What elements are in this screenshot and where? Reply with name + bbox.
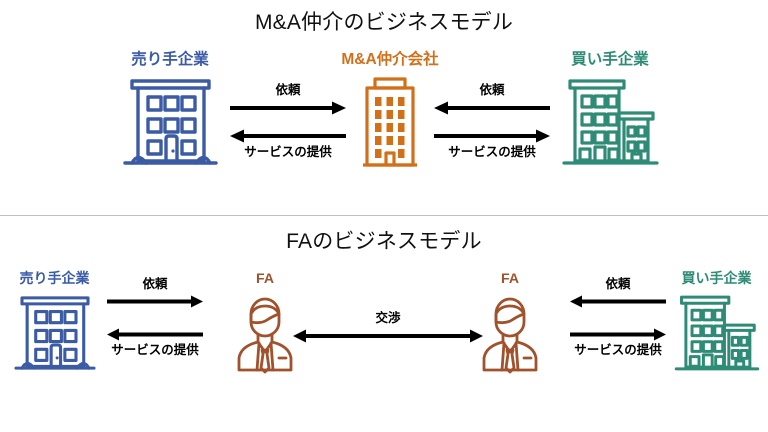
arrow-right-request-left (230, 101, 346, 115)
flow-buyer-to-fa: 依頼 サービスの提供 (568, 277, 668, 358)
flow-seller-to-fa: 依頼 サービスの提供 (105, 277, 205, 358)
arrow-left-service-left (230, 129, 346, 143)
node-buyer-top-label: 買い手企業 (571, 51, 649, 68)
page-title-bottom: FAのビジネスモデル (286, 230, 482, 253)
flow-label-service-left-bottom: サービスの提供 (111, 342, 199, 357)
node-buyer-bottom-label: 買い手企業 (681, 270, 752, 286)
node-seller-bottom: 売り手企業 (2, 271, 107, 376)
businessperson-icon (482, 297, 538, 374)
page-title-top: M&A仲介のビジネスモデル (254, 11, 514, 34)
node-intermediary-top-label: M&A仲介会社 (341, 51, 439, 68)
fa-model-panel: FAのビジネスモデル 売り手企業 (0, 216, 768, 432)
flow-label-request-left: 依頼 (275, 83, 301, 97)
node-fa-left-label: FA (256, 270, 274, 286)
arrow-right-service-right (434, 129, 550, 143)
node-fa-right: FA (460, 271, 560, 374)
office-building-icon (13, 296, 96, 370)
arrow-left-request-right-bottom (570, 295, 666, 308)
node-fa-left: FA (215, 271, 315, 374)
arrow-left-service-left-bottom (107, 328, 203, 341)
section-divider (0, 215, 768, 216)
arrow-right-service-right-bottom (570, 328, 666, 341)
flow-label-request-left-bottom: 依頼 (142, 277, 168, 291)
flow-label-service-right: サービスの提供 (448, 144, 536, 159)
office-building-icon (122, 78, 218, 165)
office-building-icon (561, 78, 659, 165)
node-seller-top: 売り手企業 (105, 52, 235, 171)
ma-intermediary-panel: M&A仲介のビジネスモデル 売り手企業 (105, 11, 675, 171)
flow-label-negotiation: 交渉 (375, 311, 401, 325)
node-buyer-bottom: 買い手企業 (665, 271, 768, 376)
flow-label-request-right-bottom: 依頼 (605, 277, 631, 291)
flow-fa-negotiation: 交渉 (292, 311, 484, 343)
arrow-right-request-left-bottom (107, 295, 203, 308)
arrow-bidirectional-negotiation (293, 329, 483, 343)
arrow-left-request-right (434, 101, 550, 115)
node-seller-bottom-label: 売り手企業 (19, 270, 90, 286)
flow-label-service-right-bottom: サービスの提供 (574, 342, 662, 357)
node-fa-right-label: FA (501, 270, 519, 286)
businessperson-icon (237, 297, 293, 374)
office-building-icon (674, 295, 759, 371)
flow-label-service-left: サービスの提供 (244, 144, 332, 159)
flow-label-request-right: 依頼 (479, 83, 505, 97)
flow-buyer-to-intermediary: 依頼 サービスの提供 (432, 83, 552, 160)
node-intermediary-top: M&A仲介会社 (325, 52, 455, 171)
flow-seller-to-intermediary: 依頼 サービスの提供 (228, 83, 348, 160)
tower-building-icon (363, 76, 417, 167)
node-buyer-top: 買い手企業 (545, 52, 675, 171)
node-seller-top-label: 売り手企業 (131, 51, 209, 68)
